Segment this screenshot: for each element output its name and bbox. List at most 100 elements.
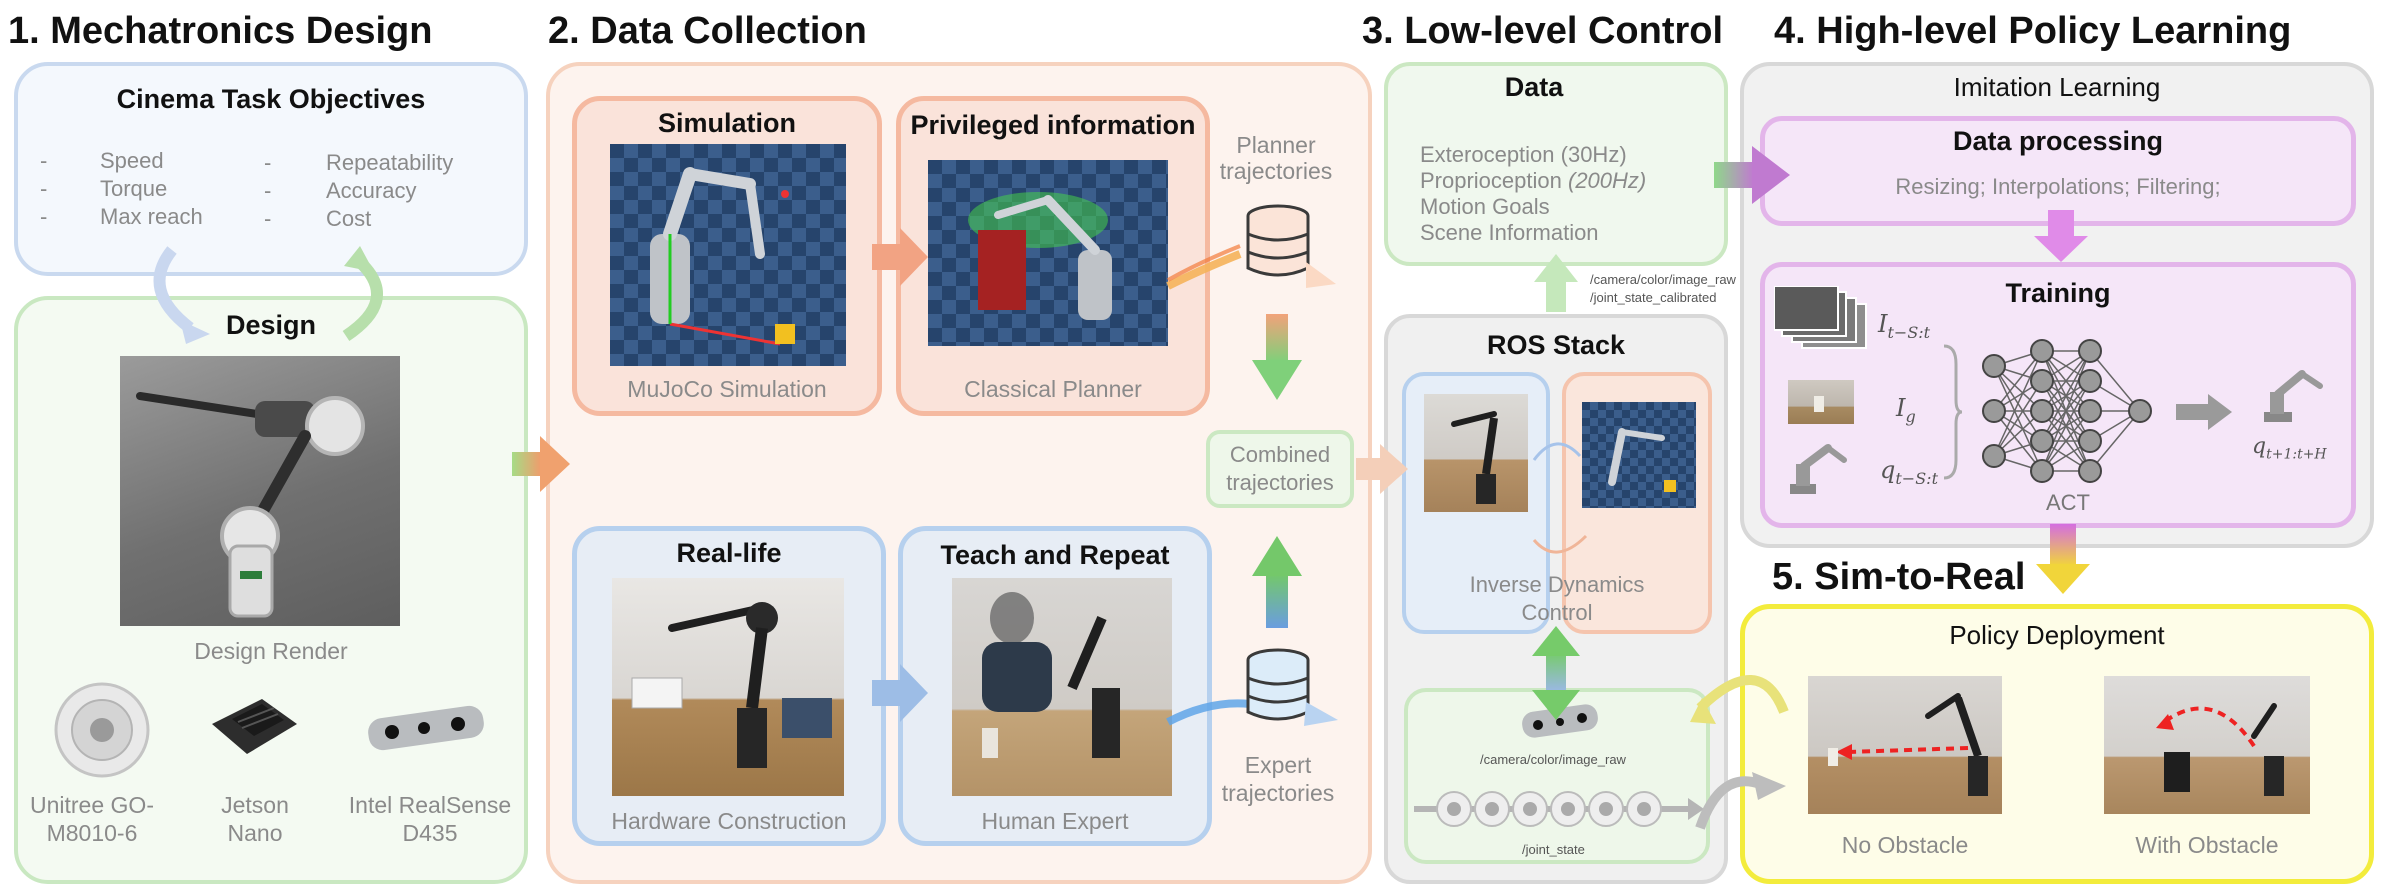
training-title: Training xyxy=(2005,278,2111,308)
part-jetson-line1: Jetson xyxy=(221,792,289,818)
inverse-dynamics-line2: Control xyxy=(1521,600,1593,625)
realsense-image xyxy=(362,698,490,758)
input-joint-history-symbol: q xyxy=(1880,456,1896,484)
part-motor-line1: Unitree GO- xyxy=(30,792,154,818)
nn-node xyxy=(2030,429,2054,453)
with-obstacle-caption: With Obstacle xyxy=(2135,832,2279,858)
combined-trajectories-line1: Combined xyxy=(1229,442,1331,467)
input-image-history: It−S:t xyxy=(1878,310,1930,342)
bullet: - xyxy=(264,206,272,231)
objective-max-reach: Max reach xyxy=(100,204,203,229)
goal-image xyxy=(1788,380,1854,424)
combined-trajectories-box xyxy=(1206,430,1354,508)
nn-node xyxy=(2078,429,2102,453)
simulation-image xyxy=(610,144,846,366)
expert-trajectories-line1: Expert xyxy=(1244,752,1312,778)
no-obstacle-caption: No Obstacle xyxy=(1841,832,1969,858)
joint-state-topic: /joint_state xyxy=(1522,842,1585,857)
human-expert-photo xyxy=(952,578,1172,796)
part-motor-line2: M8010-6 xyxy=(46,820,138,846)
section-title-policy-learning: 4. High-level Policy Learning xyxy=(1774,10,2292,52)
planner-trajectories-line1: Planner xyxy=(1236,132,1316,158)
input-goal-image: Ig xyxy=(1896,394,1916,426)
section-title-low-level-control: 3. Low-level Control xyxy=(1362,10,1724,52)
act-label: ACT xyxy=(2046,490,2090,515)
design-render-caption: Design Render xyxy=(194,638,348,664)
nn-node xyxy=(2030,339,2054,363)
planner-image xyxy=(928,160,1168,346)
motor-image xyxy=(52,680,152,780)
data-proprioception-label: Proprioception xyxy=(1420,168,1562,193)
design-render-image xyxy=(120,356,400,626)
output-joint-trajectory: qt+1:t+H xyxy=(2252,434,2327,462)
bullet: - xyxy=(264,150,272,175)
teach-title: Teach and Repeat xyxy=(940,540,1170,570)
inverse-dynamics-line1: Inverse Dynamics xyxy=(1469,572,1645,597)
low-level-data-title: Data xyxy=(1504,72,1564,102)
camera-topic: /camera/color/image_raw xyxy=(1480,752,1626,767)
with-obstacle-photo xyxy=(2104,676,2310,814)
policy-deployment-title: Policy Deployment xyxy=(1949,620,2165,650)
reallife-caption: Hardware Construction xyxy=(611,808,847,834)
bullet: - xyxy=(40,176,48,201)
objective-torque: Torque xyxy=(100,176,168,201)
robot-arm-icon xyxy=(1784,438,1856,498)
combined-trajectories-line2: trajectories xyxy=(1226,470,1334,495)
data-proprioception-rate: (200Hz) xyxy=(1568,168,1647,193)
ros-camera-icon xyxy=(1518,700,1602,744)
image-stack xyxy=(1773,285,1874,354)
nn-node xyxy=(2078,339,2102,363)
hardware-photo xyxy=(612,578,844,796)
input-goal-image-symbol: I xyxy=(1896,394,1906,422)
objective-accuracy: Accuracy xyxy=(326,178,417,203)
data-exteroception: Exteroception (30Hz) xyxy=(1420,142,1627,167)
input-image-history-subscript: t−S:t xyxy=(1887,322,1931,342)
output-robot-arm-icon xyxy=(2256,364,2332,426)
expert-database-icon xyxy=(1246,648,1310,721)
neural-network-icon xyxy=(1980,336,2160,486)
no-obstacle-photo xyxy=(1808,676,2002,814)
section-title-mechatronics: 1. Mechatronics Design xyxy=(8,10,433,52)
teach-caption: Human Expert xyxy=(981,808,1129,834)
nn-node xyxy=(2078,399,2102,423)
privileged-title: Privileged information xyxy=(910,110,1196,140)
nn-node xyxy=(2078,459,2102,483)
nn-node xyxy=(1982,354,2006,378)
bullet: - xyxy=(40,148,48,173)
data-motion-goals: Motion Goals xyxy=(1420,194,1550,219)
simulation-caption: MuJoCo Simulation xyxy=(627,376,827,402)
objective-cost: Cost xyxy=(326,206,372,231)
bullet: - xyxy=(40,204,48,229)
planner-trajectories-line2: trajectories xyxy=(1219,158,1333,184)
ros-sim-image xyxy=(1582,402,1696,508)
section-title-sim-to-real: 5. Sim-to-Real xyxy=(1772,556,2026,598)
design-title: Design xyxy=(225,310,317,340)
planner-database-icon xyxy=(1246,204,1310,277)
data-scene-information: Scene Information xyxy=(1420,220,1599,245)
input-joint-history-subscript: t−S:t xyxy=(1895,468,1938,488)
nn-node xyxy=(2030,459,2054,483)
output-joint-trajectory-symbol: q xyxy=(2252,434,2267,459)
output-joint-trajectory-subscript: t+1:t+H xyxy=(2266,446,2327,463)
objective-speed: Speed xyxy=(100,148,164,173)
data-processing-text: Resizing; Interpolations; Filtering; xyxy=(1895,174,2221,199)
ros-stack-title: ROS Stack xyxy=(1486,330,1626,360)
part-realsense-line1: Intel RealSense xyxy=(348,792,512,818)
topic-image-raw: /camera/color/image_raw xyxy=(1590,272,1736,287)
part-jetson-line2: Nano xyxy=(227,820,283,846)
nn-node xyxy=(1982,399,2006,423)
objectives-panel xyxy=(14,62,528,276)
output-arrow-icon xyxy=(2176,392,2232,432)
input-goal-image-subscript: g xyxy=(1905,406,1916,426)
objectives-title: Cinema Task Objectives xyxy=(116,84,426,114)
ros-real-photo xyxy=(1424,394,1528,512)
input-joint-history: qt−S:t xyxy=(1880,456,1938,488)
low-level-data-panel xyxy=(1384,62,1728,266)
nn-node xyxy=(2030,399,2054,423)
nn-node xyxy=(2030,369,2054,393)
nn-node xyxy=(2078,369,2102,393)
nn-node xyxy=(1982,444,2006,468)
expert-trajectories-line2: trajectories xyxy=(1221,780,1335,806)
topic-joint-state-calibrated: /joint_state_calibrated xyxy=(1590,290,1717,305)
bullet: - xyxy=(264,178,272,203)
